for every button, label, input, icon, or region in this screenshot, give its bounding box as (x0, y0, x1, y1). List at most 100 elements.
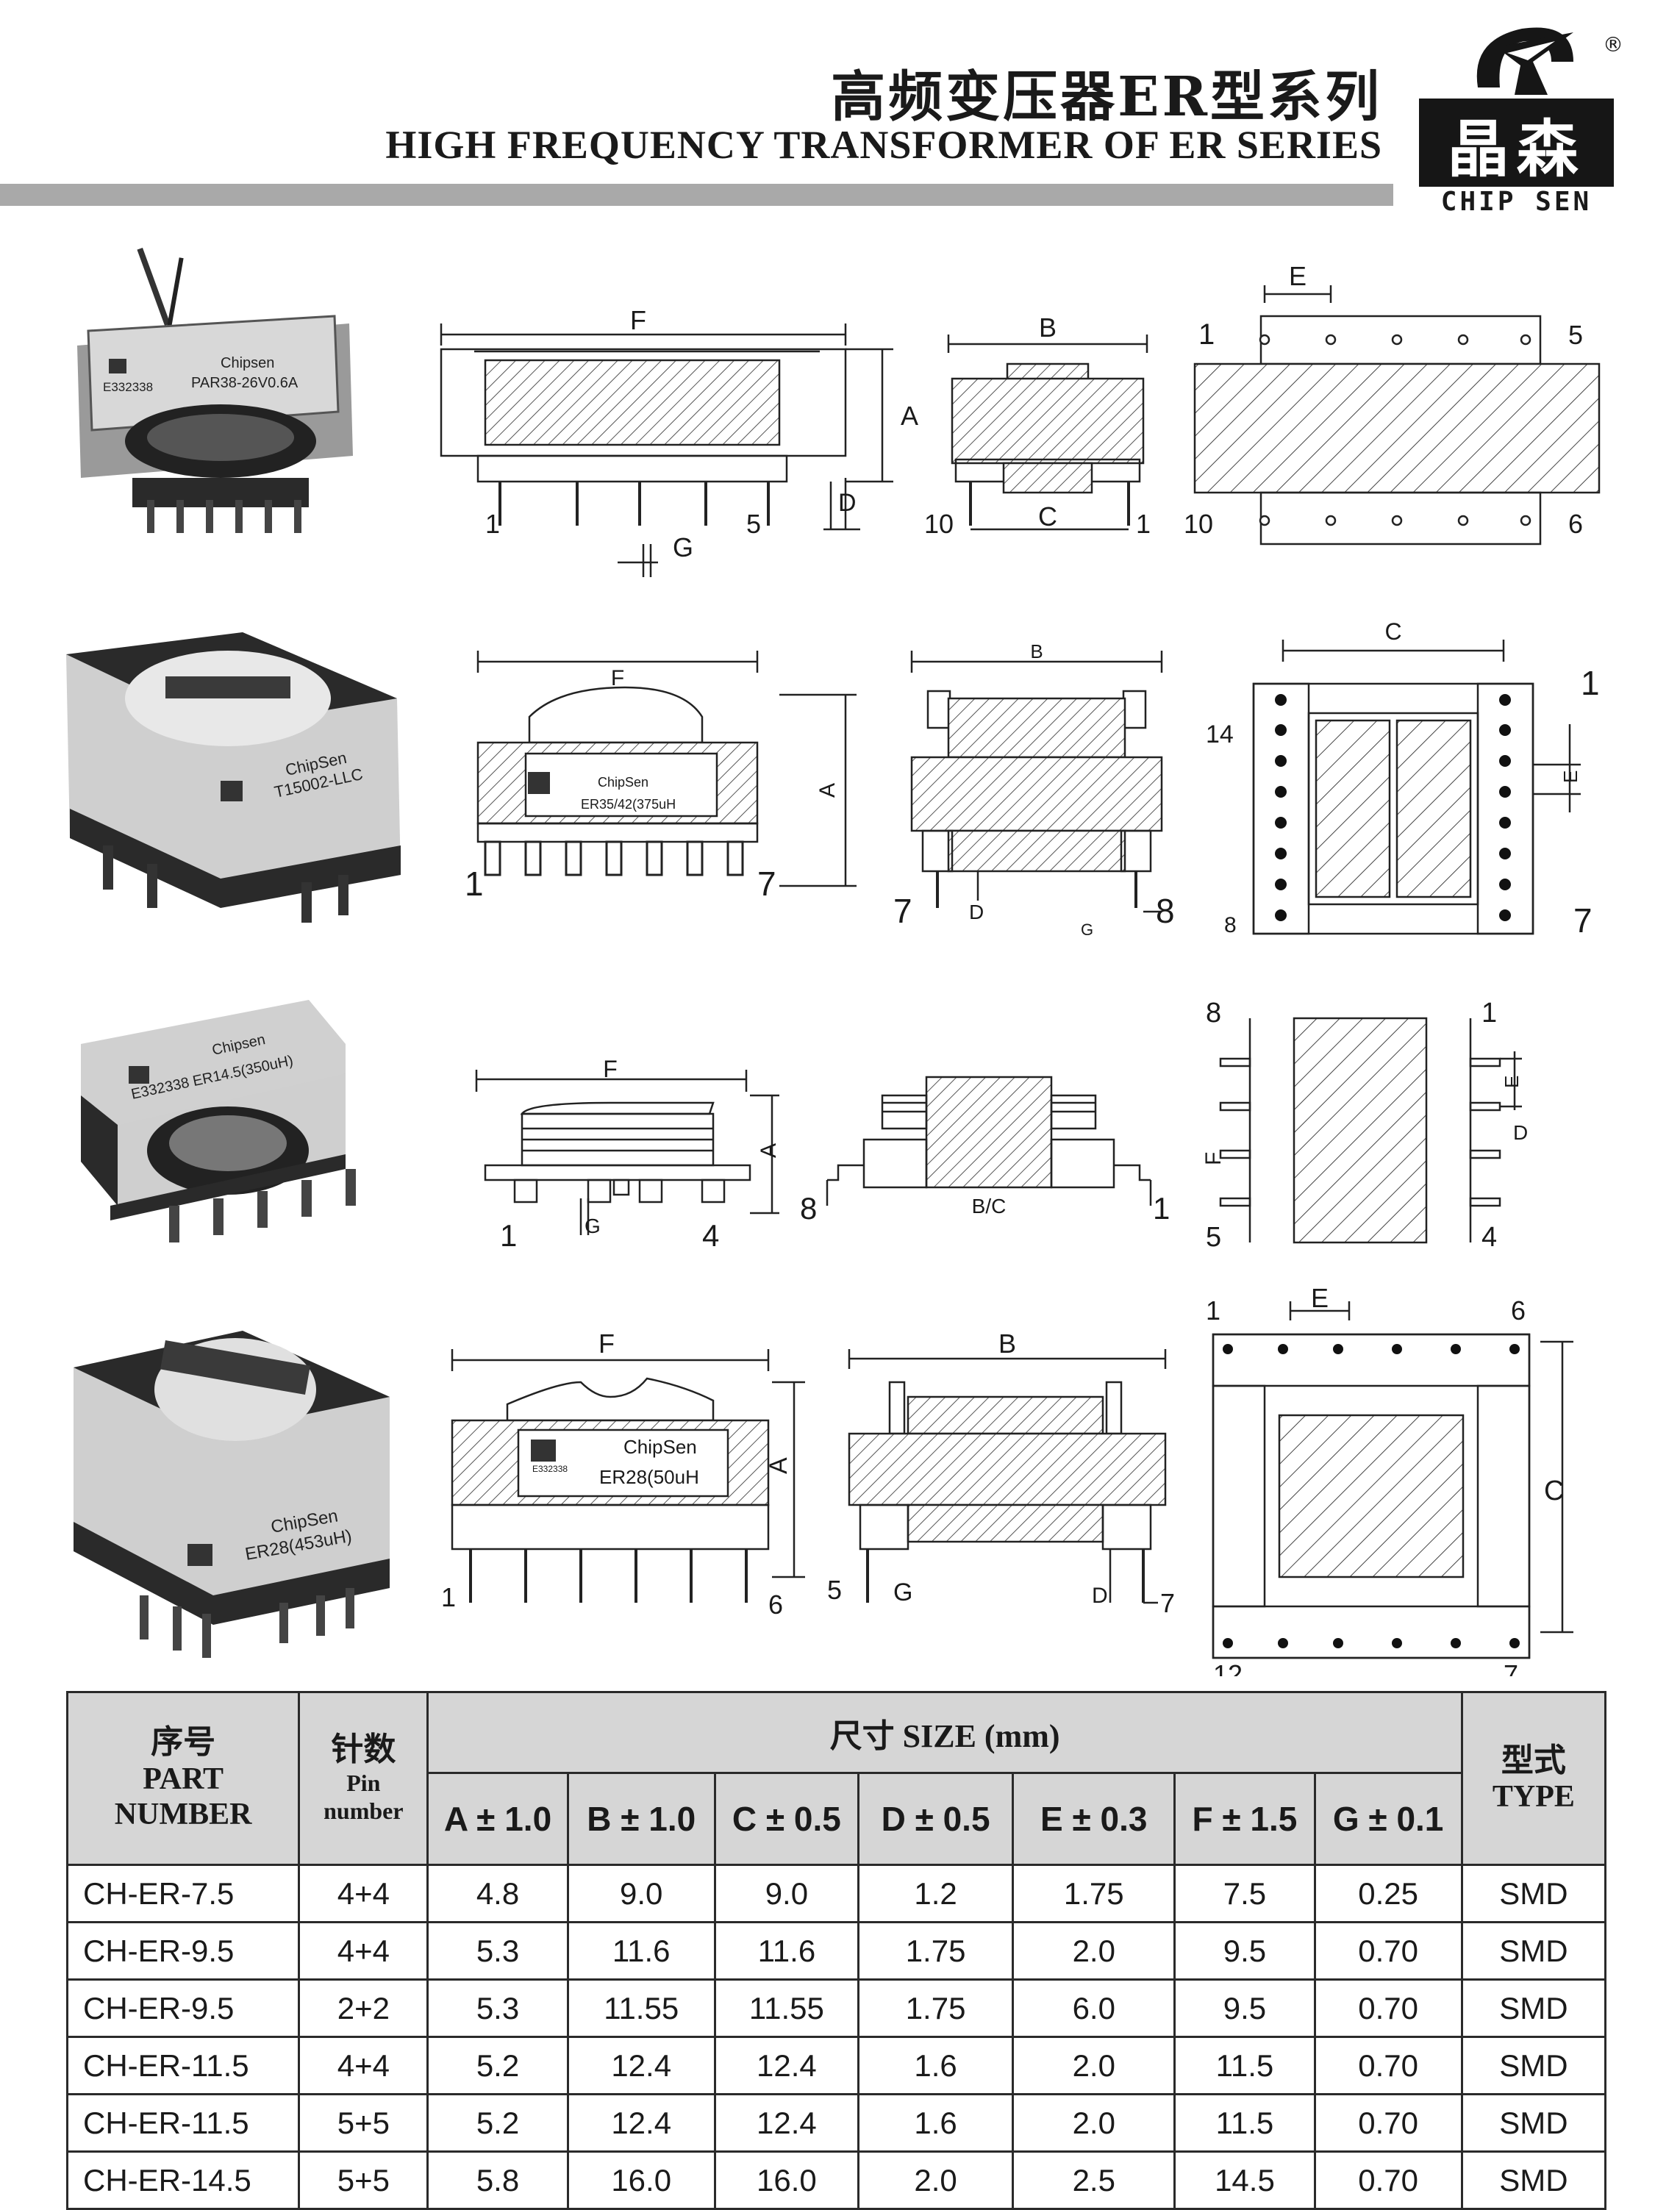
ul-mark-icon (129, 1066, 149, 1084)
dim-label-g: G (585, 1215, 601, 1237)
dim-cell: 14.5 (1173, 2150, 1316, 2210)
top-view-2 (1252, 640, 1581, 935)
ul-mark-icon (528, 772, 550, 794)
dim-label-e: E (1311, 1283, 1329, 1313)
header-dim-b: B ± 1.0 (566, 1772, 716, 1866)
component-label: ChipSen (598, 775, 648, 790)
top-view-4 (1212, 1301, 1573, 1659)
pin-label: 4 (702, 1218, 719, 1253)
pin-cell: 4+4 (298, 2036, 429, 2095)
pin-label: 14 (1206, 720, 1234, 748)
header-dim-f: F ± 1.5 (1173, 1772, 1316, 1866)
dim-label-d: D (838, 489, 857, 517)
dim-cell: 12.4 (713, 2093, 859, 2153)
dim-cell: 0.70 (1313, 2036, 1463, 2095)
dim-label-c: C (1544, 1476, 1564, 1506)
dim-label-f: F (603, 1056, 618, 1082)
dim-cell: 11.55 (566, 1978, 716, 2038)
dim-cell: 9.0 (713, 1864, 859, 1923)
drawing-row-4: ChipSen ER28(453uH) F A ChipSen ER28(50u… (74, 1283, 1573, 1676)
dim-cell: 5.2 (426, 2093, 569, 2153)
pin-cell: 2+2 (298, 1978, 429, 2038)
pin-label: 1 (485, 509, 500, 539)
logo-chinese-name: 晶森 (1447, 112, 1586, 185)
dim-cell: 9.5 (1173, 1978, 1316, 2038)
top-view-1 (1193, 285, 1601, 546)
pin-cell: 5+5 (298, 2150, 429, 2210)
dim-label-c: C (1384, 618, 1401, 645)
table-row: CH-ER-11.5 4+4 5.2 12.4 12.4 1.6 2.0 11.… (65, 2036, 1607, 2095)
pin-label: 7 (1504, 1659, 1518, 1676)
side-view-1 (440, 323, 893, 577)
dim-cell: 5.3 (426, 1978, 569, 2038)
dim-cell: 1.6 (857, 2093, 1015, 2153)
dim-cell: 6.0 (1012, 1978, 1176, 2038)
dim-cell: 5.8 (426, 2150, 569, 2210)
pin-label: 7 (1573, 901, 1593, 940)
photo-label: PAR38-26V0.6A (191, 375, 299, 391)
side-view-4 (451, 1349, 805, 1603)
header-dim-c: C ± 0.5 (713, 1772, 859, 1866)
pin-label: 1 (465, 865, 484, 903)
end-view-1 (947, 335, 1148, 531)
spec-table: 序号 PART NUMBER 针数 Pin number 尺寸 SIZE (mm… (65, 1691, 1607, 2210)
transformer-photo-3: Chipsen E332338 ER14.5(350uH) (81, 1000, 356, 1242)
dim-label-d: D (1092, 1584, 1108, 1608)
photo-label: E332338 (103, 380, 153, 394)
dim-label-a: A (765, 1457, 793, 1474)
photo-label: Chipsen (221, 355, 274, 371)
pin-label: 10 (1184, 509, 1213, 539)
drawing-row-2: ChipSen T15002-LLC F A ChipSen ER35/42(3… (66, 618, 1600, 940)
pin-label: 5 (1206, 1222, 1221, 1253)
logo-english-name: CHIP SEN (1440, 187, 1593, 217)
dim-label-a: A (901, 401, 918, 431)
dim-label-g: G (673, 532, 693, 562)
dim-label-bc: B/C (972, 1195, 1007, 1217)
header-dim-g: G ± 0.1 (1313, 1772, 1463, 1866)
dim-label-b: B (1039, 312, 1057, 343)
pin-label: 8 (800, 1191, 817, 1226)
dim-label-e: E (1289, 261, 1307, 291)
pin-label: 6 (1511, 1295, 1526, 1326)
pin-label: 1 (1198, 318, 1215, 351)
dim-label-b: B (998, 1328, 1016, 1359)
dim-cell: 0.70 (1313, 2150, 1463, 2210)
dim-cell: 1.2 (857, 1864, 1015, 1923)
dim-cell: 1.75 (1012, 1864, 1176, 1923)
type-cell: SMD (1460, 2036, 1607, 2095)
dim-cell: 2.5 (1012, 2150, 1176, 2210)
pin-label: 8 (1224, 913, 1237, 937)
dim-cell: 7.5 (1173, 1864, 1316, 1923)
header-dim-a: A ± 1.0 (426, 1772, 569, 1866)
table-row: CH-ER-7.5 4+4 4.8 9.0 9.0 1.2 1.75 7.5 0… (65, 1864, 1607, 1923)
header-type: 型式 TYPE (1460, 1691, 1607, 1866)
part-cell: CH-ER-7.5 (65, 1864, 301, 1923)
dim-cell: 0.70 (1313, 2093, 1463, 2153)
type-cell: SMD (1460, 1921, 1607, 1981)
table-row: CH-ER-9.5 4+4 5.3 11.6 11.6 1.75 2.0 9.5… (65, 1921, 1607, 1981)
type-cell: SMD (1460, 1978, 1607, 2038)
end-view-2 (910, 651, 1163, 913)
header-size: 尺寸 SIZE (mm) (426, 1691, 1463, 1774)
dim-label-a: A (815, 783, 840, 798)
pin-label: 8 (1206, 998, 1221, 1029)
dim-cell: 11.5 (1173, 2036, 1316, 2095)
pin-cell: 4+4 (298, 1864, 429, 1923)
chipsen-logo: ® 晶森 CHIP SEN (1419, 18, 1625, 217)
header-pin-number: 针数 Pin number (298, 1691, 429, 1866)
dim-label-d: D (969, 901, 984, 923)
pin-label: 8 (1156, 892, 1175, 930)
dim-cell: 0.70 (1313, 1921, 1463, 1981)
dim-label-e: E (1559, 770, 1581, 783)
header-rule (0, 184, 1393, 206)
transformer-photo-4: ChipSen ER28(453uH) (74, 1331, 390, 1658)
dim-cell: 11.55 (713, 1978, 859, 2038)
side-view-3 (475, 1070, 779, 1235)
part-cell: CH-ER-11.5 (65, 2036, 301, 2095)
dim-cell: 2.0 (1012, 2036, 1176, 2095)
dim-label-a: A (757, 1143, 781, 1158)
dim-label-e: E (1501, 1076, 1523, 1088)
pin-cell: 5+5 (298, 2093, 429, 2153)
dim-cell: 9.5 (1173, 1921, 1316, 1981)
pin-label: 1 (1136, 509, 1151, 539)
